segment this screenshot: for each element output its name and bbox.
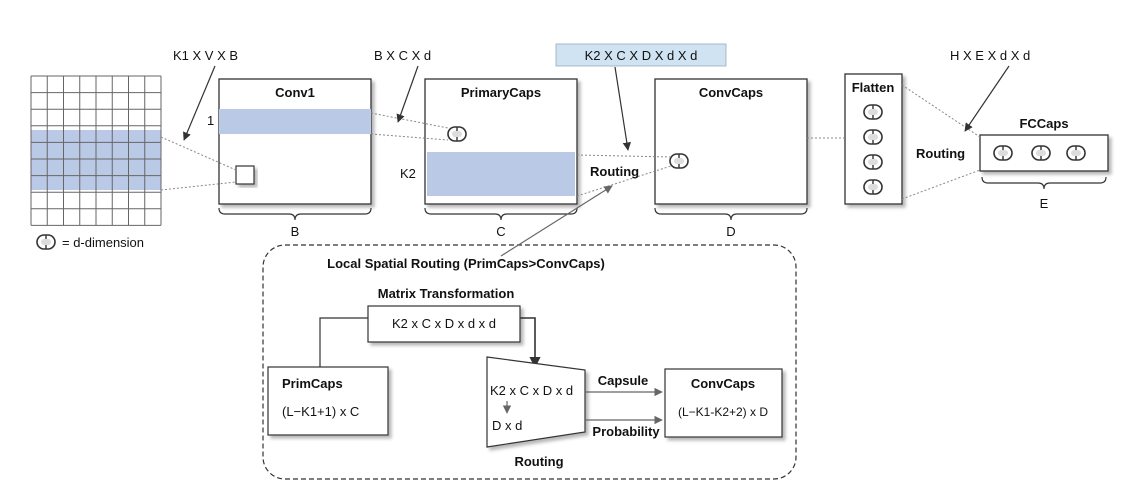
conv1-block: Conv1 1 (207, 78, 372, 205)
label-k1vvb: K1 X V X B (173, 48, 238, 63)
primcaps-title: PrimCaps (282, 376, 343, 391)
primarycaps-k2-label: K2 (400, 166, 416, 181)
routing-trapezoid (486, 356, 586, 448)
routing-bottom-value: D x d (492, 418, 522, 433)
routing-label-mid: Routing (590, 164, 639, 179)
input-grid (30, 75, 162, 226)
primarycaps-block: PrimaryCaps K2 (400, 78, 578, 205)
label-hxexd: H X E X d X d (950, 48, 1030, 63)
capsule-icon (447, 126, 467, 142)
label-k2-shape-bg (555, 43, 727, 67)
flatten-title: Flatten (852, 80, 895, 95)
conv1-highlight (219, 109, 371, 134)
legend-text: = d-dimension (62, 235, 144, 250)
convcaps-block: ConvCaps (654, 78, 808, 205)
capsule-icon (1066, 145, 1086, 161)
probability-label: Probability (592, 424, 660, 439)
detail-title: Local Spatial Routing (PrimCaps>ConvCaps… (327, 256, 605, 271)
capsule-icon (993, 145, 1013, 161)
capsule-icon (863, 154, 883, 170)
capsule-icon (669, 153, 689, 169)
primcaps-box (267, 366, 389, 436)
capsule-icon (863, 104, 883, 120)
label-bxcxd: B X C X d (374, 48, 431, 63)
brace-label-b: B (291, 224, 300, 239)
conv1-title: Conv1 (275, 85, 315, 100)
legend-capsule-icon (36, 234, 56, 250)
primcaps-value: (L−K1+1) x C (282, 404, 359, 419)
brace-label-d: D (726, 224, 735, 239)
fccaps-title: FCCaps (1019, 116, 1068, 131)
matrix-value: K2 x C x D x d x d (392, 316, 496, 331)
routing-caption: Routing (514, 454, 563, 469)
kernel-square (235, 165, 255, 185)
matrix-title: Matrix Transformation (378, 286, 515, 301)
convcaps-detail-title: ConvCaps (691, 376, 755, 391)
capsule-icon (863, 179, 883, 195)
capsule-icon (1031, 145, 1051, 161)
brace-label-e: E (1040, 196, 1049, 211)
label-k2-shape: K2 X C X D X d X d (585, 48, 698, 63)
routing-top-value: K2 x C x D x d (490, 383, 573, 398)
detail-panel: Local Spatial Routing (PrimCaps>ConvCaps… (262, 185, 797, 480)
convcaps-title: ConvCaps (699, 85, 763, 100)
matrix-box (367, 305, 521, 343)
convcaps-detail-box (664, 368, 783, 438)
braces (218, 176, 1107, 221)
fccaps-block: FCCaps (979, 116, 1109, 172)
primarycaps-title: PrimaryCaps (461, 85, 541, 100)
convcaps-detail-value: (L−K1-K2+2) x D (678, 405, 768, 419)
dotted-connectors (160, 84, 981, 200)
top-labels: K1 X V X B B X C X d K2 X C X D X d X d … (173, 43, 1030, 179)
capsule-label: Capsule (598, 373, 649, 388)
conv1-row-label: 1 (207, 113, 214, 128)
brace-label-c: C (496, 224, 505, 239)
capsule-icon (863, 129, 883, 145)
flatten-block: Flatten (844, 73, 903, 205)
routing-label-fc: Routing (916, 146, 965, 161)
primarycaps-highlight (427, 152, 575, 196)
